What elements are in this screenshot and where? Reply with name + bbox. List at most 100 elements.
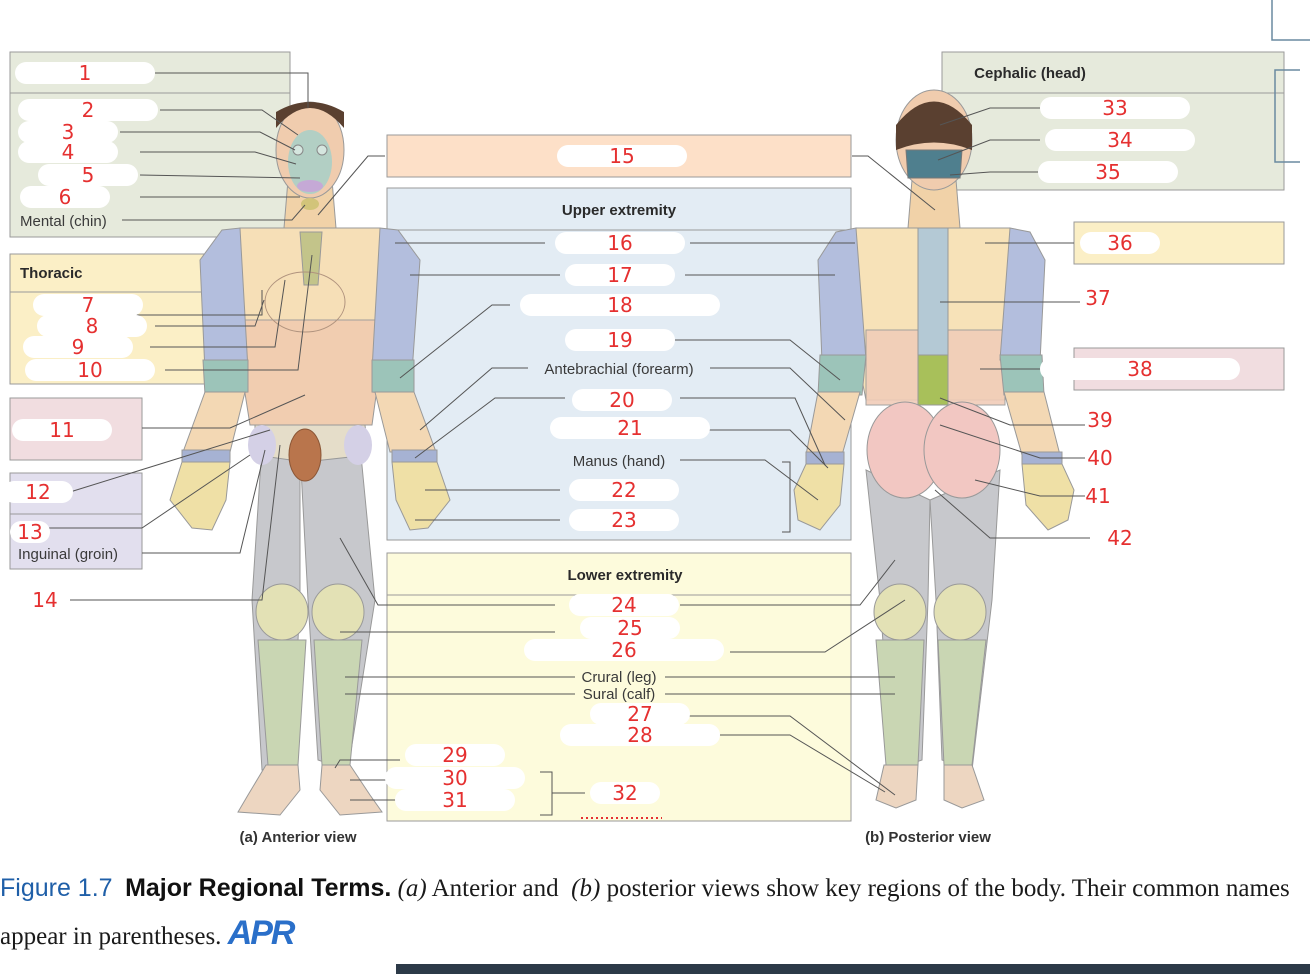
redaction-blob-25: [580, 617, 680, 639]
redaction-blob-11: [12, 419, 112, 441]
redaction-blob-2: [18, 99, 158, 121]
handwritten-number-13: 13: [17, 520, 42, 544]
redaction-blob-32: [590, 782, 660, 804]
handwritten-number-25: 25: [617, 616, 642, 640]
redaction-blob-22: [569, 479, 679, 501]
redaction-blob-29: [405, 744, 505, 766]
handwritten-number-27: 27: [627, 702, 652, 726]
caption-b: (b): [571, 875, 601, 902]
handwritten-number-35: 35: [1095, 160, 1120, 184]
crural-label: Crural (leg): [581, 669, 656, 686]
redaction-blob-28: [560, 724, 720, 746]
redaction-blob-17: [565, 264, 675, 286]
redaction-blob-3: [18, 121, 118, 143]
handwritten-number-1: 1: [79, 61, 92, 85]
handwritten-number-41: 41: [1085, 484, 1110, 508]
antebrachial-label: Antebrachial (forearm): [544, 361, 693, 378]
inguinal-label: Inguinal (groin): [18, 546, 118, 563]
redaction-blob-1: [15, 62, 155, 84]
handwritten-number-30: 30: [442, 766, 467, 790]
handwritten-number-14: 14: [32, 588, 57, 612]
handwritten-number-6: 6: [59, 185, 72, 209]
redaction-blob-9: [23, 336, 133, 358]
redaction-blob-36: [1080, 232, 1160, 254]
handwritten-number-7: 7: [82, 293, 95, 317]
handwritten-number-39: 39: [1087, 408, 1112, 432]
handwritten-number-4: 4: [62, 140, 75, 164]
caption-a: (a): [397, 875, 427, 902]
handwritten-number-37: 37: [1085, 286, 1110, 310]
handwritten-number-38: 38: [1127, 357, 1152, 381]
bottom-toolbar-strip: [396, 964, 1310, 974]
thoracic-label: Thoracic: [20, 265, 83, 282]
handwritten-number-18: 18: [607, 293, 632, 317]
redaction-blob-20: [572, 389, 672, 411]
redaction-blob-16: [555, 232, 685, 254]
figure-caption: Figure 1.7 Major Regional Terms. (a) Ant…: [0, 866, 1300, 959]
caption-text-1: Anterior and: [431, 875, 559, 902]
posterior-view-label: (b) Posterior view: [865, 829, 991, 846]
handwritten-number-16: 16: [607, 231, 632, 255]
redaction-blob-35: [1038, 161, 1178, 183]
handwritten-number-29: 29: [442, 743, 467, 767]
redaction-blob-8: [37, 315, 147, 337]
handwritten-number-24: 24: [611, 593, 636, 617]
handwritten-number-20: 20: [609, 388, 634, 412]
handwritten-number-28: 28: [627, 723, 652, 747]
redaction-blob-23: [569, 509, 679, 531]
handwritten-number-3: 3: [62, 120, 75, 144]
handwritten-number-31: 31: [442, 788, 467, 812]
redaction-blob-10: [25, 359, 155, 381]
redaction-blob-24: [569, 594, 679, 616]
handwritten-number-5: 5: [82, 163, 95, 187]
sural-label: Sural (calf): [583, 686, 656, 703]
posterior-body: [793, 89, 1075, 809]
redaction-blob-7: [33, 294, 143, 316]
manus-label: Manus (hand): [573, 453, 666, 470]
redaction-blob-38: [1040, 358, 1240, 380]
handwritten-number-36: 36: [1107, 231, 1132, 255]
handwritten-number-15: 15: [609, 144, 634, 168]
leader-lines: [40, 72, 1090, 816]
upper-extremity-label: Upper extremity: [562, 202, 677, 219]
redaction-blob-5: [38, 164, 138, 186]
handwritten-number-10: 10: [77, 358, 102, 382]
apr-logo[interactable]: APR: [227, 914, 296, 952]
caption-text-2: posterior views show key regions of the …: [0, 875, 1290, 950]
handwritten-number-34: 34: [1107, 128, 1132, 152]
anterior-body: [169, 101, 451, 816]
redaction-blob-14: [25, 589, 65, 611]
mental-label: Mental (chin): [20, 213, 107, 230]
redaction-blob-6: [20, 186, 110, 208]
redaction-blob-4: [18, 141, 118, 163]
handwritten-number-32: 32: [612, 781, 637, 805]
handwritten-number-11: 11: [49, 418, 74, 442]
handwritten-numbers: 1234567891011121314151617181920212223242…: [3, 61, 1240, 812]
handwritten-number-8: 8: [86, 314, 99, 338]
redaction-blob-15: [557, 145, 687, 167]
redaction-blob-31: [395, 789, 515, 811]
redaction-blob-18: [520, 294, 720, 316]
figure-number: Figure 1.7: [0, 874, 113, 902]
redaction-blob-30: [385, 767, 525, 789]
redaction-blob-34: [1045, 129, 1195, 151]
handwritten-number-33: 33: [1102, 96, 1127, 120]
handwritten-number-21: 21: [617, 416, 642, 440]
handwritten-number-23: 23: [611, 508, 636, 532]
cephalic-label: Cephalic (head): [974, 65, 1086, 82]
handwritten-number-12: 12: [25, 480, 50, 504]
handwritten-number-19: 19: [607, 328, 632, 352]
handwritten-number-17: 17: [607, 263, 632, 287]
handwritten-number-22: 22: [611, 478, 636, 502]
redaction-blob-13: [10, 521, 50, 543]
redaction-blob-27: [590, 703, 690, 725]
handwritten-number-2: 2: [82, 98, 95, 122]
redaction-blob-12: [3, 481, 73, 503]
handwritten-number-40: 40: [1087, 446, 1112, 470]
anterior-view-label: (a) Anterior view: [240, 829, 357, 846]
redaction-blob-26: [524, 639, 724, 661]
figure-title: Major Regional Terms.: [125, 874, 392, 902]
handwritten-number-26: 26: [611, 638, 636, 662]
handwritten-number-9: 9: [72, 335, 85, 359]
